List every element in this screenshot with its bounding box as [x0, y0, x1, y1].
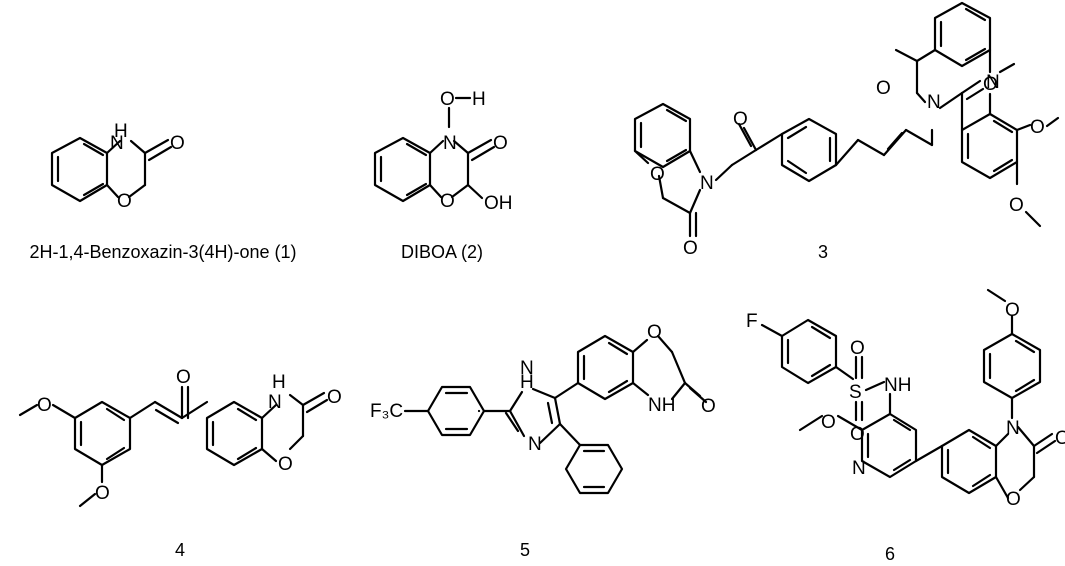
molecule-5: F₃C H N N O O NH: [370, 322, 716, 495]
caption-2: DIBOA (2): [401, 242, 483, 262]
molecule-4: O O O H N O O: [18, 367, 342, 508]
atom-o-ome-phenyl: O: [1005, 300, 1020, 321]
atom-n-imidazole-2: N: [528, 434, 542, 455]
atom-o-carbonyl: O: [701, 396, 716, 417]
atom-n3: N: [927, 92, 941, 113]
caption-6: 6: [885, 544, 895, 564]
atom-cf3: F₃C: [370, 401, 403, 422]
atom-o-ome1: O: [983, 74, 998, 95]
atom-f: F: [746, 311, 758, 332]
atom-o-ome-b: O: [95, 483, 110, 504]
molecule-2-diboa: N O H O O OH: [373, 89, 513, 214]
atom-o-ome3: O: [1009, 195, 1024, 216]
atom-n: N: [1006, 418, 1020, 439]
caption-3: 3: [818, 242, 828, 262]
atom-s: S: [849, 382, 862, 403]
atom-oh: OH: [484, 193, 513, 214]
atom-o-ring: O: [650, 164, 665, 185]
caption-4: 4: [175, 540, 185, 560]
molecule-3: O N O O O N N: [633, 1, 1060, 259]
molecule-1-benzoxazinone: H N O O: [50, 121, 185, 212]
atom-nh-imidazole: H: [520, 372, 534, 393]
atom-o-carbonyl: O: [327, 387, 342, 408]
atom-o-ketone: O: [733, 109, 748, 130]
atom-o-carbonyl: O: [683, 238, 698, 259]
atom-o-carbonyl: O: [170, 133, 185, 154]
atom-n: N: [110, 133, 124, 154]
atom-n-quinazoline: N: [986, 72, 1000, 93]
atom-h: H: [272, 372, 286, 393]
atom-o-ring: O: [1006, 489, 1021, 510]
atom-o-ring: O: [278, 454, 293, 475]
atom-nh: H: [114, 121, 128, 142]
atom-o-carbonyl: O: [1055, 428, 1065, 449]
atom-o-ome-pyridine: O: [821, 412, 836, 433]
atom-o-ring: O: [440, 191, 455, 212]
atom-o-ring: O: [117, 191, 132, 212]
caption-5: 5: [520, 540, 530, 560]
atom-o-ketone: O: [176, 367, 191, 388]
caption-1: 2H-1,4-Benzoxazin-3(4H)-one (1): [29, 242, 296, 262]
atom-o-ome-a: O: [37, 395, 52, 416]
molecule-6: F S O O NH O N: [746, 288, 1065, 510]
atom-n: N: [268, 392, 282, 413]
atom-nh: NH: [648, 395, 675, 416]
atom-o-sulfonyl-1: O: [850, 338, 865, 359]
atom-o-quinazolinone: O: [876, 78, 891, 99]
atom-o-ome2: O: [1030, 117, 1045, 138]
atom-o-ring: O: [647, 322, 662, 343]
atom-n-pyridine: N: [852, 458, 866, 479]
atom-o-carbonyl: O: [493, 133, 508, 154]
atom-n: N: [443, 133, 457, 154]
atom-oh-top: O: [440, 89, 455, 110]
atom-nh-sulfonamide: NH: [884, 375, 911, 396]
atom-h: H: [472, 89, 486, 110]
atom-n-imidazole-1: N: [520, 358, 534, 379]
atom-n: N: [700, 173, 714, 194]
